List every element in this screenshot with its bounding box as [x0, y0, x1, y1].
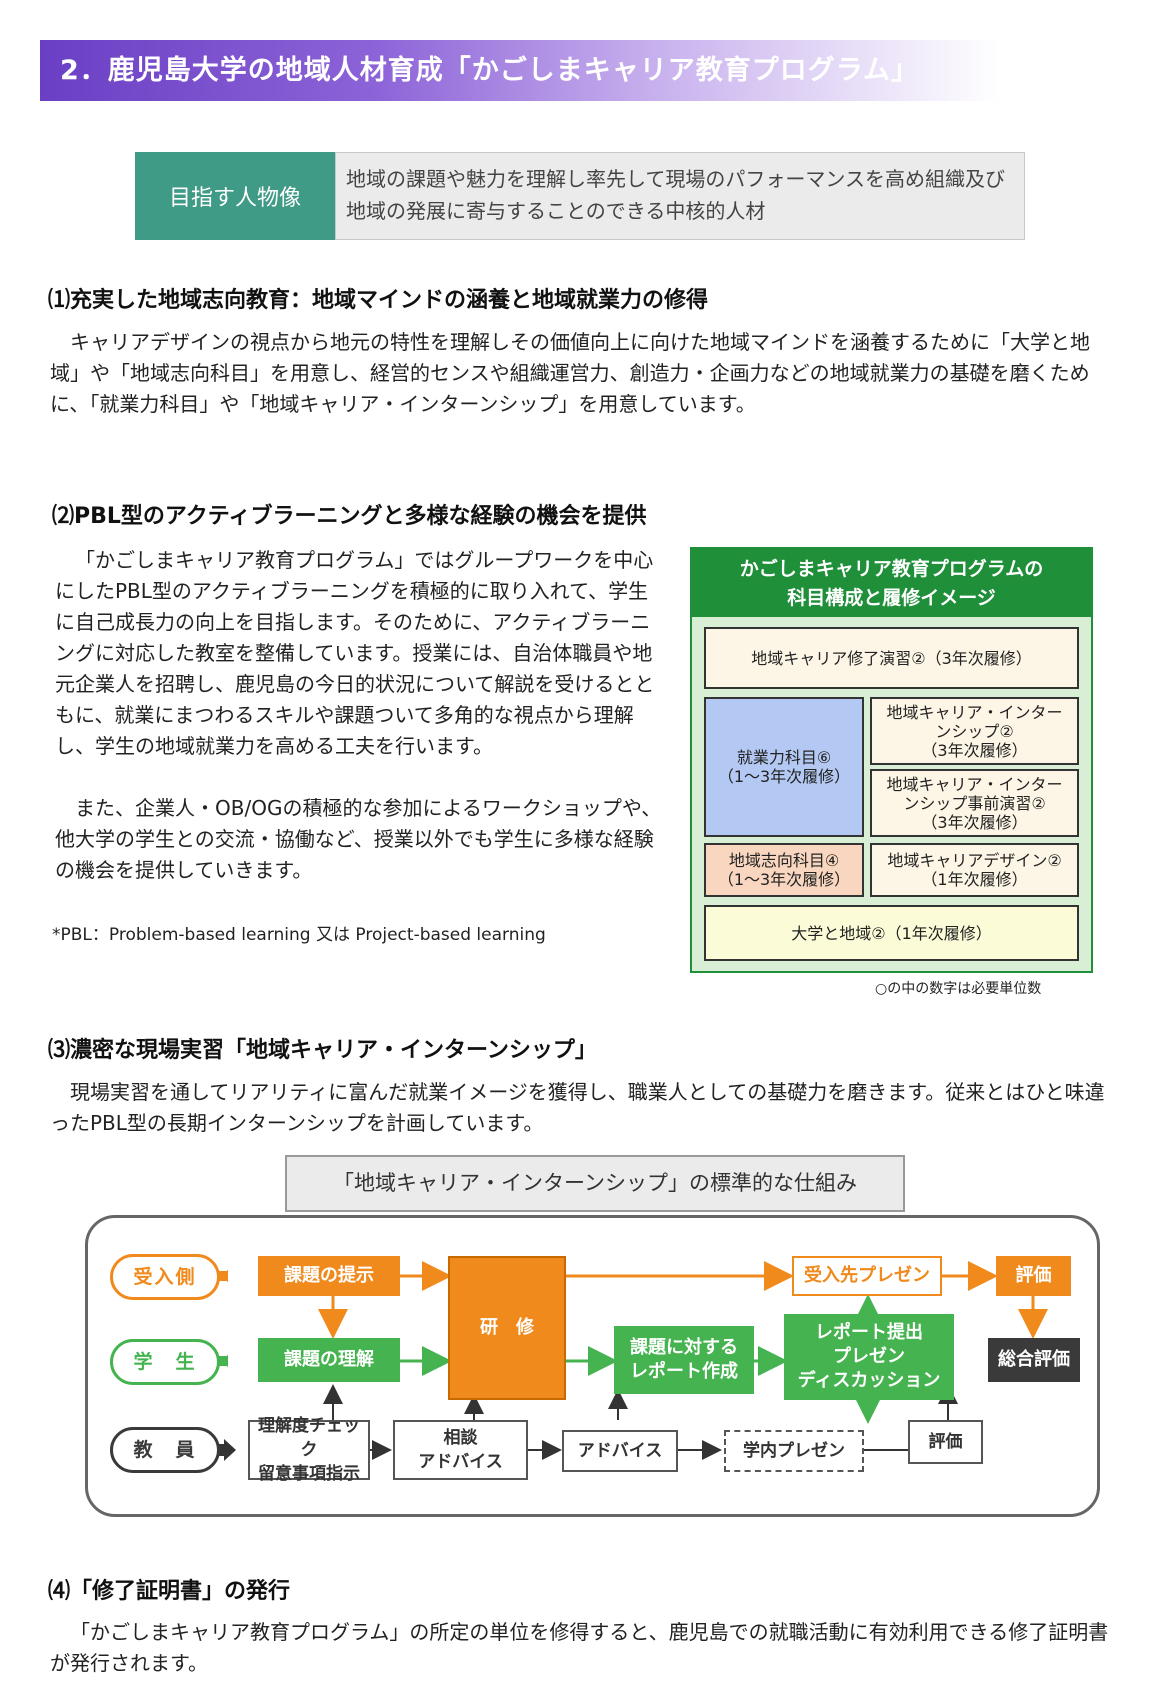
section1-body: キャリアデザインの視点から地元の特性を理解しその価値向上に向けた地域マインドを涵… [50, 330, 1090, 416]
target-text: 地域の課題や魅力を理解し率先して現場のパフォーマンスを高め組織及び地域の発展に寄… [335, 152, 1025, 240]
node-consult: 相談 アドバイス [393, 1420, 528, 1480]
section4-title: ⑷「修了証明書」の発行 [48, 1579, 291, 1604]
program-diagram-header: かごしまキャリア教育プログラムの 科目構成と履修イメージ [692, 549, 1091, 617]
node-total-eval: 総合評価 [988, 1338, 1080, 1382]
flow-title: 「地域キャリア・インターンシップ」の標準的な仕組み [285, 1155, 905, 1212]
actor-student: 学 生 [110, 1339, 220, 1385]
box-internship-line3: （3年次履修） [921, 740, 1028, 760]
box-internship-pre: 地域キャリア・インター ンシップ事前演習② （3年次履修） [870, 769, 1079, 837]
target-label: 目指す人物像 [135, 152, 335, 240]
section2-title: ⑵PBL型のアクティブラーニングと多様な経験の機会を提供 [52, 504, 647, 529]
node-campus-present: 学内プレゼン [724, 1430, 864, 1472]
node-submit-line3: ディスカッション [797, 1370, 941, 1391]
program-title-line2: 科目構成と履修イメージ [787, 587, 996, 609]
flow-diagram: 受入側 学 生 教 員 課題の提示 研 修 受入先プレゼン 評価 課題の理解 課… [85, 1215, 1100, 1517]
node-report-submit: レポート提出 プレゼン ディスカッション [784, 1314, 954, 1400]
box-shugyo-line1: 就業力科目⑥ [736, 748, 832, 767]
box-shugyo-line2: （1～3年次履修） [717, 767, 851, 786]
section1-title: ⑴充実した地域志向教育：地域マインドの涵養と地域就業力の修得 [48, 288, 709, 313]
box-internship-line2: ンシップ② [935, 721, 1014, 741]
node-understand-issue: 課題の理解 [258, 1338, 400, 1382]
box-regional-subjects: 地域志向科目④ （1～3年次履修） [704, 843, 864, 897]
pbl-note: *PBL：Problem-based learning 又は Project-b… [52, 925, 546, 945]
box-regional-line2: （1～3年次履修） [717, 870, 851, 889]
node-training: 研 修 [448, 1256, 566, 1400]
node-consult-line1: 相談 [443, 1428, 478, 1448]
node-check: 理解度チェック 留意事項指示 [248, 1416, 370, 1484]
section2-body1: 「かごしまキャリア教育プログラム」ではグループワークを中心にしたPBL型のアクテ… [55, 548, 655, 758]
node-eval-top: 評価 [996, 1256, 1071, 1296]
node-advice: アドバイス [562, 1430, 678, 1472]
node-present-issue: 課題の提示 [258, 1256, 400, 1296]
box-career-design-line2: （1年次履修） [921, 870, 1028, 889]
node-eval-bottom: 評価 [908, 1420, 983, 1464]
box-internship-pre-line1: 地域キャリア・インター [886, 774, 1063, 794]
node-submit-line1: レポート提出 [815, 1322, 923, 1343]
box-completion-seminar: 地域キャリア修了演習②（3年次履修） [704, 627, 1079, 689]
program-note: ○の中の数字は必要単位数 [875, 981, 1042, 997]
program-title-line1: かごしまキャリア教育プログラムの [739, 558, 1044, 580]
node-report-line2: レポート作成 [630, 1361, 738, 1382]
program-diagram: かごしまキャリア教育プログラムの 科目構成と履修イメージ 地域キャリア修了演習②… [690, 547, 1093, 973]
section4-body: 「かごしまキャリア教育プログラム」の所定の単位を修得すると、鹿児島での就職活動に… [50, 1620, 1109, 1675]
box-career-design-line1: 地域キャリアデザイン② [887, 851, 1062, 870]
node-report-writing: 課題に対する レポート作成 [614, 1326, 754, 1394]
box-university-region: 大学と地域②（1年次履修） [704, 905, 1079, 961]
box-regional-line1: 地域志向科目④ [728, 851, 840, 870]
box-shugyo-subjects: 就業力科目⑥ （1～3年次履修） [704, 697, 864, 837]
node-host-present: 受入先プレゼン [792, 1256, 942, 1296]
section3-body: 現場実習を通してリアリティに富んだ就業イメージを獲得し、職業人としての基礎力を磨… [50, 1080, 1105, 1135]
box-internship-line1: 地域キャリア・インター [886, 702, 1063, 722]
section2-body2: また、企業人・OB/OGの積極的な参加によるワークショップや、他大学の学生との交… [55, 796, 662, 882]
box-internship: 地域キャリア・インター ンシップ② （3年次履修） [870, 697, 1079, 765]
node-report-line1: 課題に対する [630, 1337, 738, 1358]
node-consult-line2: アドバイス [418, 1452, 503, 1472]
box-career-design: 地域キャリアデザイン② （1年次履修） [870, 843, 1079, 897]
section-banner: 2．鹿児島大学の地域人材育成「かごしまキャリア教育プログラム」 [40, 40, 1000, 101]
box-internship-pre-line3: （3年次履修） [921, 812, 1028, 832]
node-check-line1: 理解度チェック [258, 1416, 360, 1460]
node-check-line2: 留意事項指示 [258, 1464, 360, 1484]
actor-teacher: 教 員 [110, 1427, 220, 1473]
section3-title: ⑶濃密な現場実習「地域キャリア・インターンシップ」 [48, 1038, 597, 1063]
actor-host: 受入側 [110, 1254, 220, 1300]
node-submit-line2: プレゼン [833, 1346, 905, 1367]
box-internship-pre-line2: ンシップ事前演習② [903, 793, 1046, 813]
